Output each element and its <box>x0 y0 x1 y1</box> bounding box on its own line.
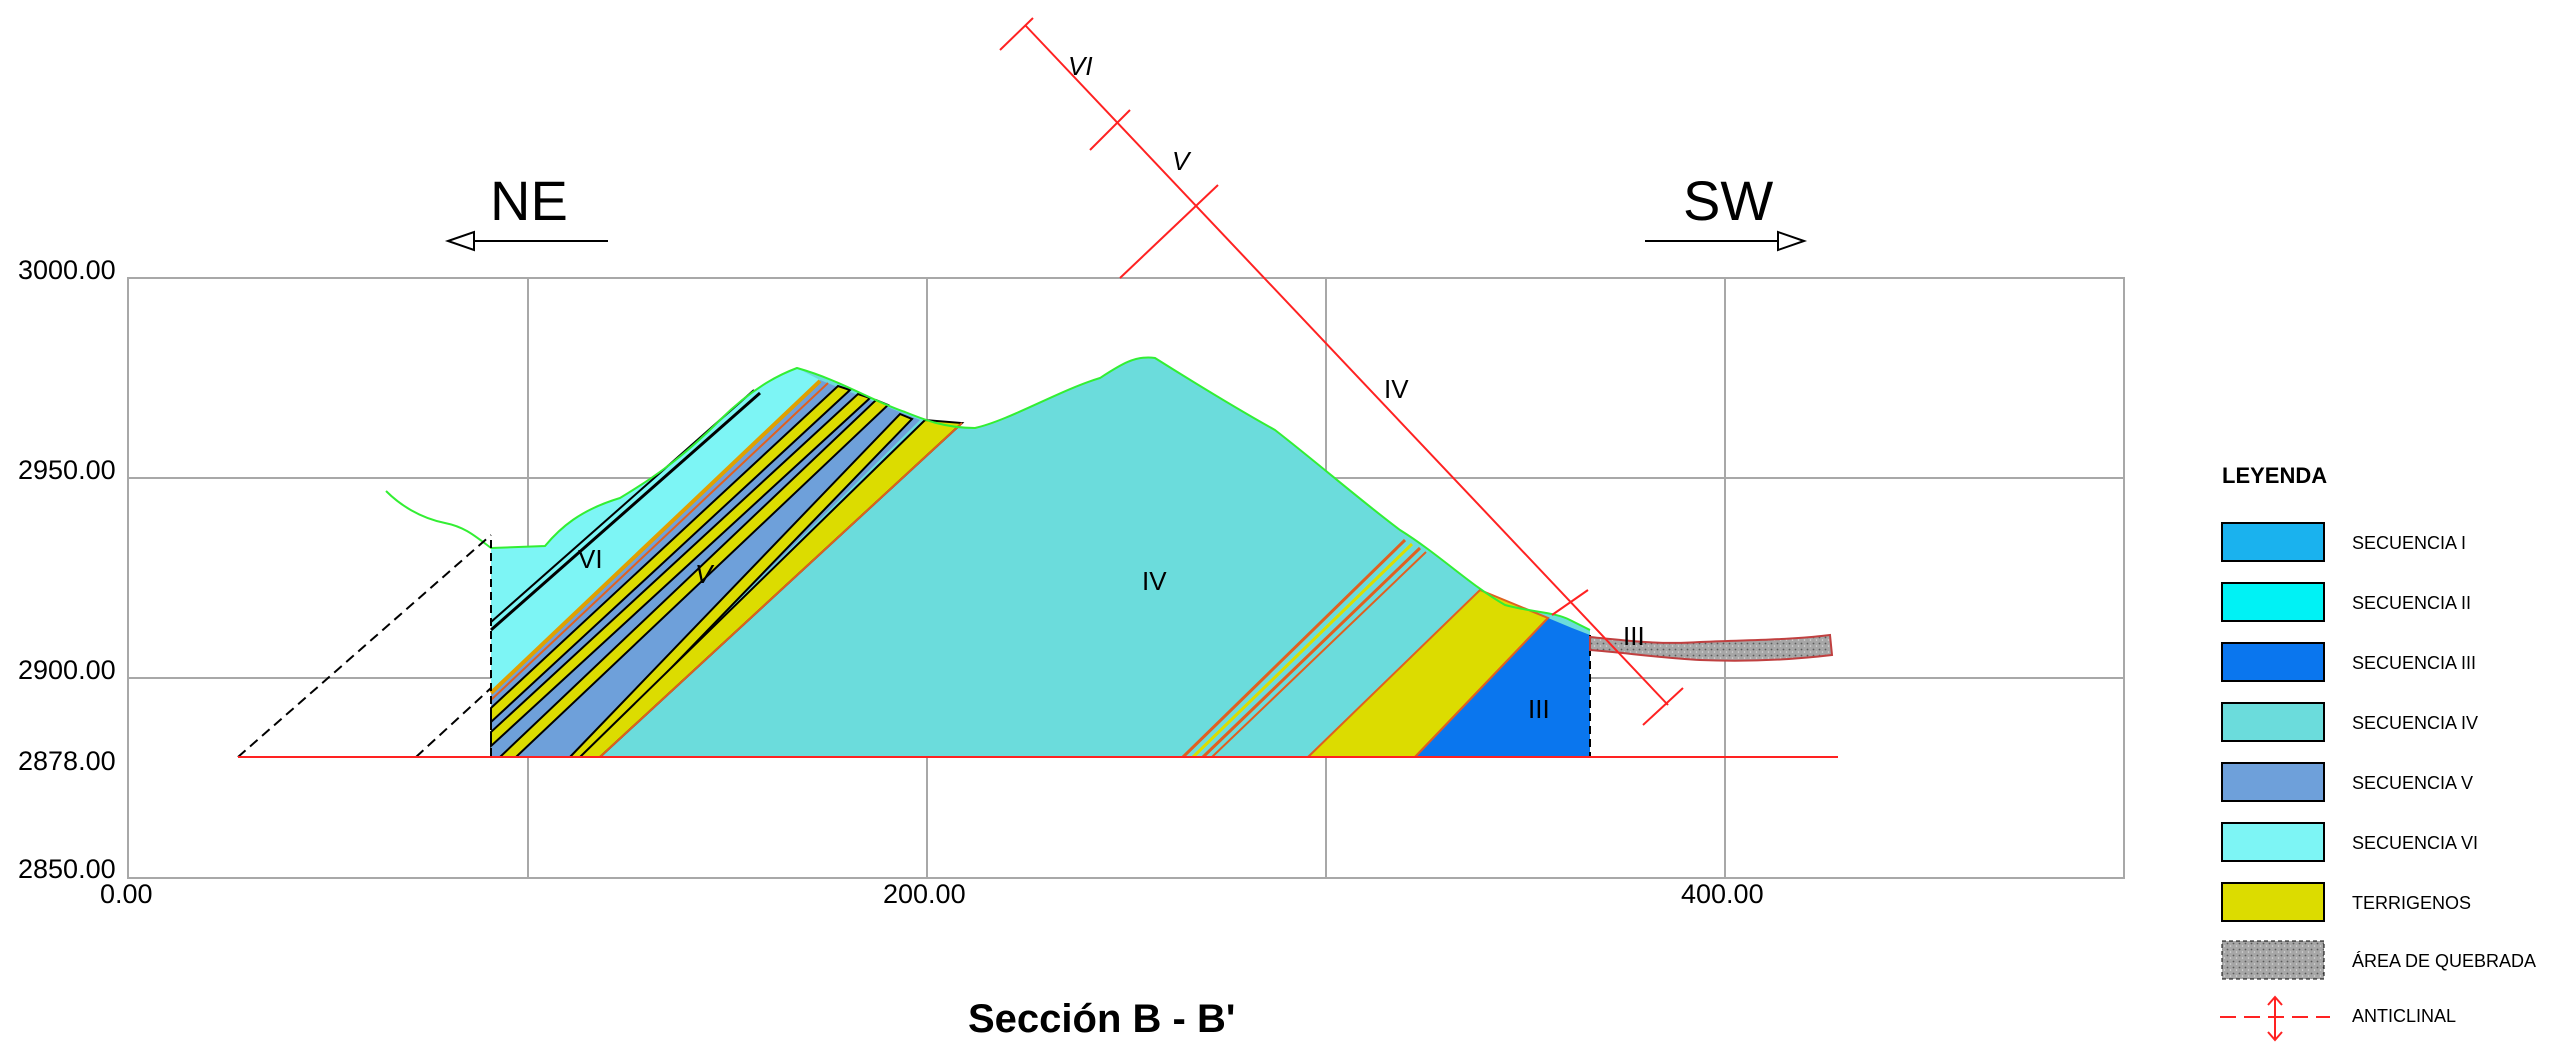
y-tick-2900: 2900.00 <box>18 655 116 685</box>
legend-swatch <box>2221 702 2325 742</box>
legend-label: SECUENCIA IV <box>2352 713 2478 733</box>
label-v-main: V <box>695 559 715 589</box>
x-tick-400: 400.00 <box>1681 879 1764 909</box>
legend-swatch <box>2221 882 2325 922</box>
legend-label: ÁREA DE QUEBRADA <box>2352 951 2536 971</box>
y-tick-2878: 2878.00 <box>18 746 116 776</box>
legend-label: SECUENCIA II <box>2352 593 2471 613</box>
legend-swatch <box>2221 762 2325 802</box>
legend-item-area-de-quebrada: ÁREA DE QUEBRADA <box>2221 940 2536 980</box>
legend-item-secuencia-iii: SECUENCIA III <box>2221 642 2476 682</box>
section-unit-labels: VI V IV III III <box>578 544 1645 724</box>
x-axis-labels: 0.00 200.00 400.00 <box>100 879 1764 909</box>
legend-swatch <box>2221 940 2325 980</box>
legend-label: TERRIGENOS <box>2352 893 2471 913</box>
y-tick-2850: 2850.00 <box>18 854 116 884</box>
geologic-section <box>237 356 1838 759</box>
label-vi-line: VI <box>1068 51 1093 81</box>
quebrada-area <box>1589 633 1834 662</box>
legend-item-secuencia-iv: SECUENCIA IV <box>2221 702 2478 742</box>
arrow-right-icon <box>1777 230 1808 252</box>
direction-sw-label: SW <box>1683 169 1773 232</box>
legend-swatch <box>2221 582 2325 622</box>
anticline-down-arrow-icon <box>2267 1031 2283 1042</box>
label-iii-main: III <box>1528 694 1550 724</box>
sequence-vi-body <box>491 368 820 757</box>
legend-item-terrigenos: TERRIGENOS <box>2221 882 2471 922</box>
layer-stripes-right <box>1181 538 1427 759</box>
legend-swatch <box>2221 522 2325 562</box>
legend: LEYENDA SECUENCIA I SECUENCIA II SECUENC… <box>2220 463 2536 1042</box>
legend-title: LEYENDA <box>2222 463 2327 488</box>
label-iv-line: IV <box>1384 374 1409 404</box>
legend-label: SECUENCIA V <box>2352 773 2473 793</box>
legend-label: ANTICLINAL <box>2352 1006 2456 1026</box>
label-iv-main: IV <box>1142 566 1167 596</box>
label-vi-main: VI <box>578 544 603 574</box>
legend-label: SECUENCIA I <box>2352 533 2466 553</box>
direction-ne-label: NE <box>490 169 568 232</box>
y-tick-3000: 3000.00 <box>18 255 116 285</box>
sequence-iii-body <box>1415 618 1590 757</box>
legend-swatch <box>2221 822 2325 862</box>
plot-frame <box>127 277 2125 879</box>
arrow-left-icon <box>444 230 475 252</box>
x-tick-0: 0.00 <box>100 879 153 909</box>
y-tick-2950: 2950.00 <box>18 455 116 485</box>
label-v-line: V <box>1172 146 1192 176</box>
legend-label: SECUENCIA III <box>2352 653 2476 673</box>
legend-item-secuencia-ii: SECUENCIA II <box>2221 582 2471 622</box>
section-title: Sección B - B' <box>968 997 1235 1041</box>
legend-item-secuencia-v: SECUENCIA V <box>2221 762 2473 802</box>
dashed-projections <box>237 534 492 758</box>
topography-line <box>385 356 1591 631</box>
y-axis-labels: 3000.00 2950.00 2900.00 2878.00 2850.00 <box>18 255 116 884</box>
legend-label: SECUENCIA VI <box>2352 833 2478 853</box>
label-iii-right: III <box>1623 621 1645 651</box>
anticline-axis: VI V IV <box>999 17 1684 726</box>
direction-ne: NE <box>444 169 608 252</box>
legend-item-secuencia-vi: SECUENCIA VI <box>2221 822 2478 862</box>
legend-item-anticlinal: ANTICLINAL <box>2220 995 2456 1042</box>
anticline-up-arrow-icon <box>2267 995 2283 1006</box>
anticline-line <box>1024 24 1669 706</box>
direction-sw: SW <box>1645 169 1808 252</box>
legend-item-secuencia-i: SECUENCIA I <box>2221 522 2466 562</box>
legend-swatch <box>2221 642 2325 682</box>
x-tick-200: 200.00 <box>883 879 966 909</box>
